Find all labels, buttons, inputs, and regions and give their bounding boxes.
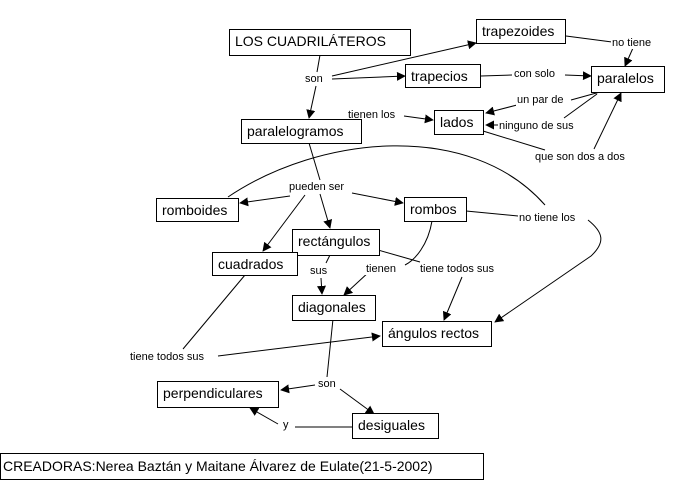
connector-paralelogramos-puedenser — [308, 142, 321, 181]
credits-box: CREADORAS:Nerea Baztán y Maitane Álvarez… — [0, 453, 484, 480]
link-label-no-tiene: no tiene — [611, 37, 653, 49]
curve-romboides-notienelos — [227, 145, 546, 206]
link-label-ninguno-de-sus: ninguno de sus — [498, 120, 575, 132]
arrow-son-desiguales — [339, 388, 375, 415]
concept-rectangulos[interactable]: rectángulos — [292, 229, 380, 256]
arrow-tienetodos-angulos — [442, 276, 463, 321]
concept-diagonales[interactable]: diagonales — [292, 295, 376, 321]
arrow-notiene-paralelos — [624, 47, 634, 67]
concept-desiguales[interactable]: desiguales — [352, 413, 439, 439]
arrow-to-paralelogramos — [306, 85, 317, 119]
concept-romboides[interactable]: romboides — [156, 198, 239, 222]
arrow-to-romboides — [239, 195, 291, 207]
arrow-quesondos-paralelos — [593, 92, 622, 150]
connector-rectangulos-tienetodos — [377, 249, 421, 263]
link-label-pueden-ser: pueden ser — [288, 181, 346, 193]
link-label-un-par-de: un par de — [516, 94, 565, 106]
concept-perpendiculares[interactable]: perpendiculares — [157, 381, 279, 408]
concept-paralelogramos[interactable]: paralelogramos — [241, 119, 362, 144]
arrow-tienen-diagonales — [343, 270, 371, 296]
concept-lados[interactable]: lados — [434, 110, 484, 135]
link-label-son-diagonales: son — [317, 378, 337, 390]
connector-cuadrados-tienetodos — [182, 274, 246, 350]
connector-rombos-tienen — [404, 220, 433, 266]
arrow-to-cuadrados — [262, 194, 306, 252]
concept-angulos-rectos[interactable]: ángulos rectos — [382, 321, 492, 347]
concept-cuadrilateros[interactable]: LOS CUADRILÁTEROS — [229, 29, 411, 56]
concept-trapezoides[interactable]: trapezoides — [476, 19, 566, 44]
concept-paralelos[interactable]: paralelos — [591, 66, 665, 93]
link-label-tiene-todos-sus-rectangulos: tiene todos sus — [419, 263, 495, 275]
link-label-y: y — [282, 419, 290, 431]
connector-trapezoides-notiene — [565, 35, 613, 43]
link-label-tienen-los: tienen los — [347, 109, 397, 121]
link-label-no-tiene-los: no tiene los — [518, 212, 577, 224]
connector-trapecios-consolo — [480, 74, 513, 77]
arrow-sus-diagonales — [317, 277, 326, 295]
link-label-son: son — [304, 73, 324, 85]
arrow-consolo-paralelos — [564, 71, 592, 81]
link-label-tiene-todos-sus-cuadrados: tiene todos sus — [129, 351, 205, 363]
arrow-son-perpendiculares — [280, 384, 316, 394]
arrow-to-trapezoides — [331, 40, 477, 77]
arrow-unparde-lados — [485, 104, 518, 116]
link-label-tienen: tienen — [365, 263, 397, 275]
arrow-tienenlos-lados — [403, 114, 434, 124]
connector-cuadrilateros-son — [316, 54, 321, 73]
arrow-tienetodos-angulos-2 — [217, 332, 381, 357]
connector-paralelos-unparde — [570, 91, 601, 101]
arrow-to-rombos — [351, 192, 404, 206]
connector-diagonales-son — [326, 318, 334, 378]
connector-rombos-notienelos — [465, 210, 519, 217]
link-label-con-solo: con solo — [513, 68, 556, 80]
arrow-to-trapecios — [331, 71, 406, 81]
link-label-sus: sus — [309, 265, 329, 277]
concept-cuadrados[interactable]: cuadrados — [212, 252, 298, 276]
arrow-to-rectangulos — [319, 193, 333, 229]
connector-paralelos-ninguno — [563, 93, 598, 119]
connector-rectangulos-sus — [325, 254, 331, 264]
arrow-notienelos-angulos — [494, 219, 602, 323]
concept-trapecios[interactable]: trapecios — [405, 64, 481, 88]
connector-lados-quesondos — [482, 130, 546, 151]
concept-rombos[interactable]: rombos — [404, 197, 467, 222]
arrow-y-perpendiculares — [249, 407, 279, 425]
link-label-que-son-dos-a-dos: que son dos a dos — [534, 151, 626, 163]
